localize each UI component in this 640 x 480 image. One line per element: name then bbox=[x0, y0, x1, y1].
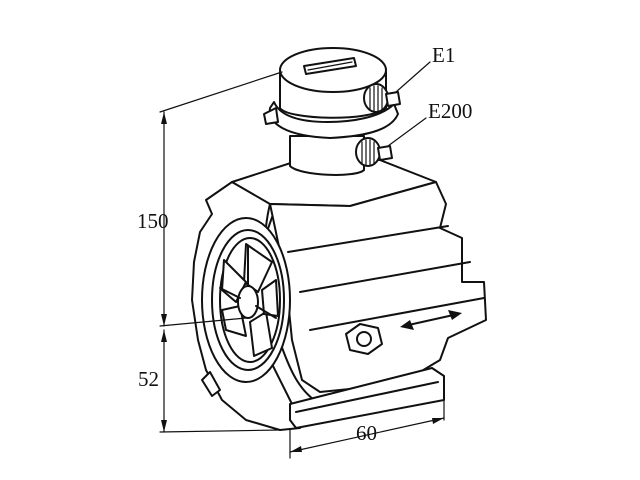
side-nut-center bbox=[356, 331, 372, 347]
turbine-blade bbox=[243, 243, 273, 293]
turbine-blade bbox=[249, 311, 273, 357]
extension-line-bottom bbox=[159, 429, 281, 433]
connector-e1 bbox=[363, 83, 401, 113]
turbine-spoke bbox=[255, 305, 277, 319]
dimension-lines bbox=[159, 71, 445, 459]
arrow-head-left bbox=[400, 320, 414, 330]
connector-e200-knurl bbox=[355, 137, 381, 167]
dimension-arrow bbox=[161, 420, 167, 432]
dimension-line-60 bbox=[289, 417, 445, 453]
side-hex-nut bbox=[345, 323, 383, 355]
connector-e200-grip-lines bbox=[361, 139, 375, 167]
label-e1: E1 bbox=[432, 43, 455, 67]
leader-e1 bbox=[395, 61, 431, 93]
body-ridge-middle bbox=[299, 261, 471, 293]
connector-e200 bbox=[355, 137, 393, 167]
register-neck bbox=[289, 135, 365, 176]
flow-direction-arrow bbox=[400, 310, 462, 330]
dimension-label-52: 52 bbox=[138, 367, 159, 391]
body-ridge-upper bbox=[287, 225, 449, 253]
arrow-head-right bbox=[448, 310, 462, 320]
body-right-face bbox=[269, 181, 487, 393]
clamp-tab bbox=[263, 107, 279, 125]
register-clamp-ring bbox=[268, 101, 399, 139]
label-e200: E200 bbox=[428, 99, 472, 123]
turbine-inlet bbox=[201, 217, 291, 383]
dimension-arrow bbox=[161, 330, 167, 342]
connector-e1-grip-lines bbox=[369, 85, 383, 113]
dimension-arrow bbox=[161, 314, 167, 326]
dimension-label-60: 60 bbox=[356, 421, 377, 445]
body-ridge-lower bbox=[309, 297, 485, 331]
turbine-spoke bbox=[219, 287, 241, 299]
turbine-hub bbox=[237, 285, 259, 319]
arrow-shaft bbox=[403, 313, 459, 327]
base-edge bbox=[295, 381, 439, 413]
drain-lug bbox=[201, 371, 221, 397]
connector-e1-pin bbox=[385, 91, 401, 107]
dimension-arrow bbox=[161, 112, 167, 124]
inlet-rim bbox=[219, 237, 281, 363]
dimension-label-150: 150 bbox=[137, 209, 169, 233]
extension-line-middle bbox=[159, 317, 247, 327]
display-window-inner bbox=[307, 61, 353, 71]
connector-e200-pin bbox=[377, 145, 393, 161]
turbine-blade bbox=[261, 279, 279, 317]
dimension-arrow bbox=[290, 446, 302, 452]
register-head bbox=[263, 47, 399, 176]
extension-line-top bbox=[159, 71, 283, 113]
connector-e1-knurl bbox=[363, 83, 389, 113]
dimension-arrow bbox=[432, 418, 444, 424]
leader-e200 bbox=[387, 117, 427, 147]
